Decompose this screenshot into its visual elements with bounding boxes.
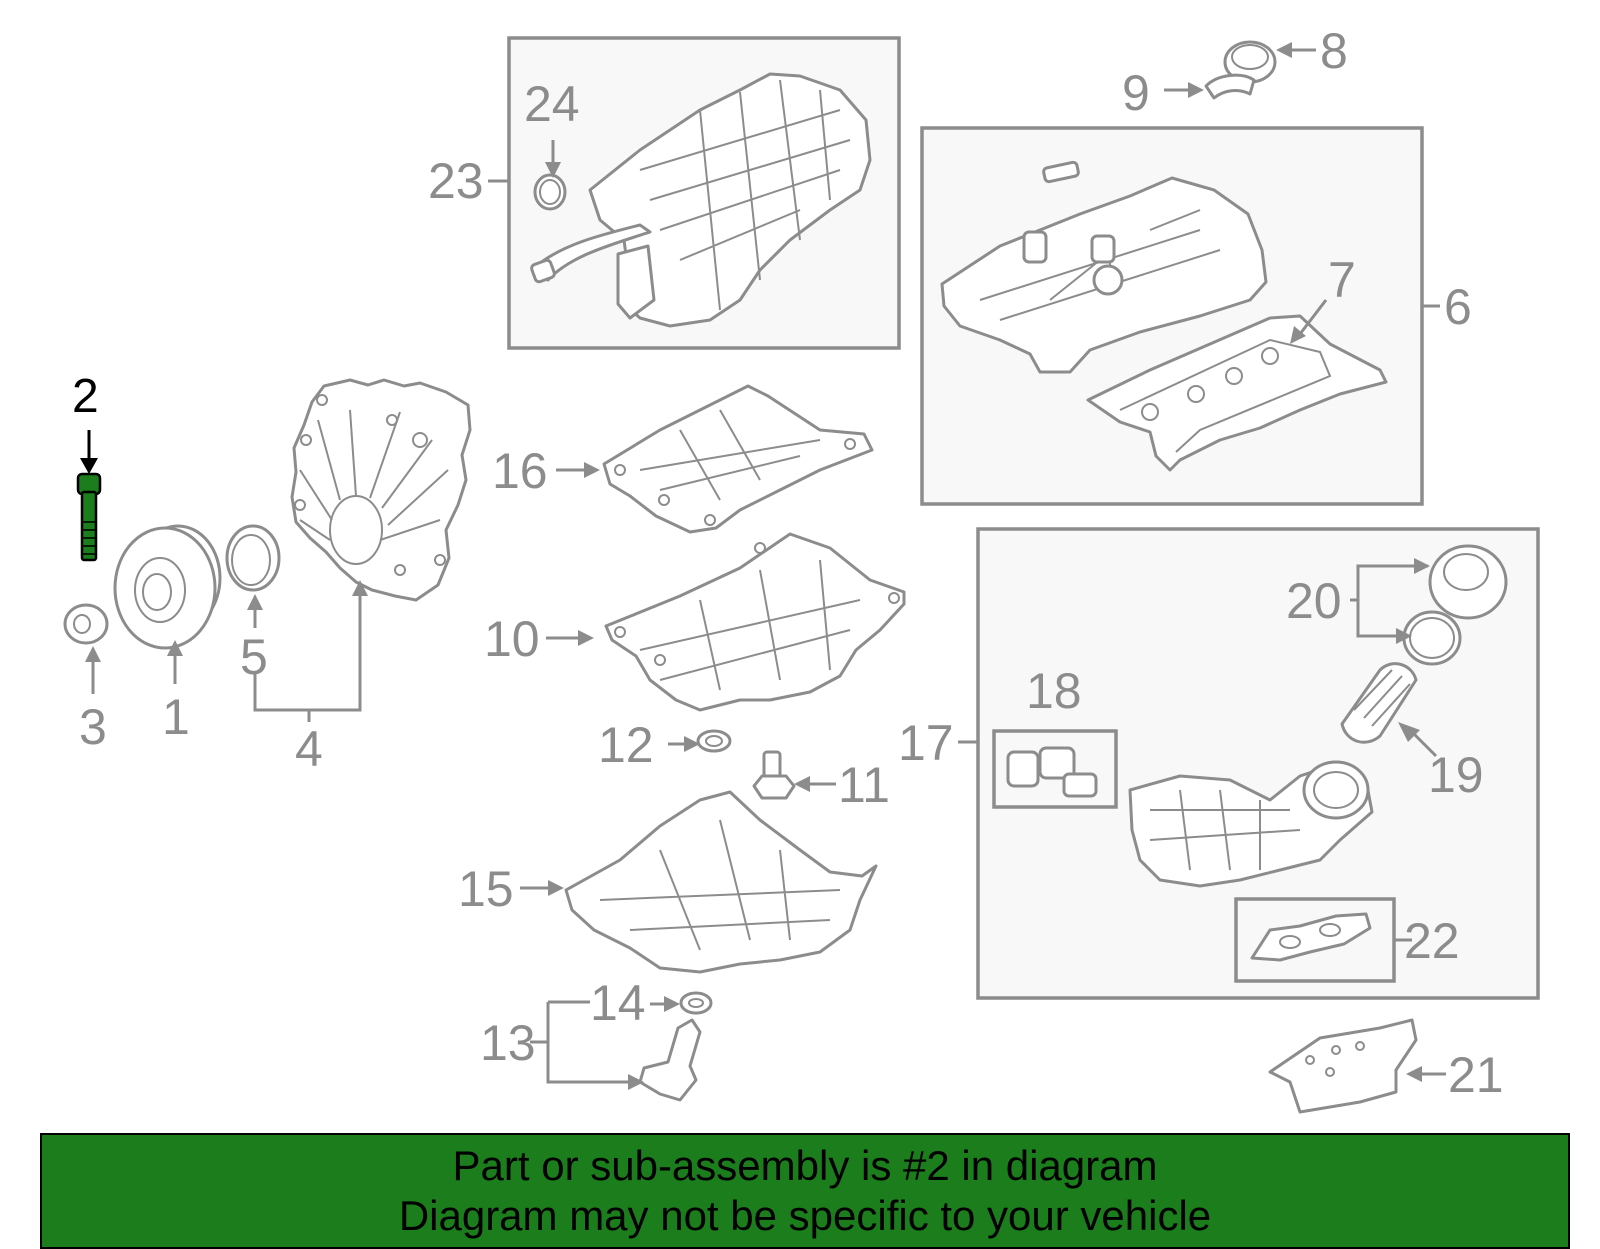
callout-21[interactable]: 21 [1448,1047,1504,1103]
part-4-timing-cover[interactable] [290,378,472,602]
callout-15[interactable]: 15 [458,861,514,917]
part-20-filter-cap[interactable] [1402,544,1508,666]
part-19-oil-filter[interactable] [1340,662,1418,744]
part-6-valve-cover[interactable] [940,160,1268,374]
callout-23[interactable]: 23 [428,153,484,209]
callout-13[interactable]: 13 [480,1015,536,1071]
part-22-gasket[interactable] [1250,912,1372,962]
callout-17[interactable]: 17 [898,715,954,771]
part-14-washer[interactable] [679,991,713,1015]
callout-11[interactable]: 11 [838,757,890,813]
callout-3[interactable]: 3 [79,699,107,755]
bolt-shank [80,490,98,562]
callout-4[interactable]: 4 [295,721,323,777]
leader-lines [80,42,1446,1090]
banner-line-1: Part or sub-assembly is #2 in diagram [452,1142,1158,1189]
callout-9[interactable]: 9 [1122,65,1150,121]
part-21-bracket[interactable] [1268,1018,1418,1114]
part-18-gasket-set[interactable] [1006,746,1098,798]
part-23-intake-manifold[interactable] [530,72,872,328]
part-12-washer[interactable] [696,729,732,753]
callout-22[interactable]: 22 [1404,913,1460,969]
callout-24[interactable]: 24 [524,76,580,132]
part-13-oil-sensor[interactable] [638,1018,702,1102]
part-11-drain-plug[interactable] [752,750,796,800]
callout-5[interactable]: 5 [240,629,268,685]
callout-16[interactable]: 16 [492,443,548,499]
callout-7[interactable]: 7 [1328,252,1356,308]
info-banner: Part or sub-assembly is #2 in diagram Di… [40,1133,1570,1249]
part-3-cap[interactable] [63,603,109,645]
callout-2[interactable]: 2 [72,370,99,423]
part-24-seal-ring[interactable] [533,173,567,211]
callout-6[interactable]: 6 [1444,279,1472,335]
part-15-lower-oil-pan[interactable] [564,790,878,974]
part-7-valve-cover-gasket[interactable] [1086,314,1388,472]
part-5-seal[interactable] [225,524,281,592]
part-1-pulley[interactable] [113,524,222,650]
part-10-oil-pan[interactable] [604,532,906,712]
callout-10[interactable]: 10 [484,611,540,667]
callout-14[interactable]: 14 [590,975,646,1031]
banner-line-2: Diagram may not be specific to your vehi… [398,1192,1212,1239]
callout-8[interactable]: 8 [1320,23,1348,79]
callout-18[interactable]: 18 [1026,663,1082,719]
callout-19[interactable]: 19 [1428,747,1484,803]
part-17-filter-housing[interactable] [1128,760,1374,888]
callout-12[interactable]: 12 [598,717,654,773]
callout-1[interactable]: 1 [162,689,190,745]
part-9-seal[interactable] [1204,73,1256,100]
callout-labels: 2 3 1 5 4 23 24 8 9 7 6 16 10 12 11 15 1… [72,23,1504,1103]
part-16-pan-baffle[interactable] [602,384,874,534]
callout-20[interactable]: 20 [1286,573,1342,629]
part-2-bolt[interactable] [76,472,102,562]
